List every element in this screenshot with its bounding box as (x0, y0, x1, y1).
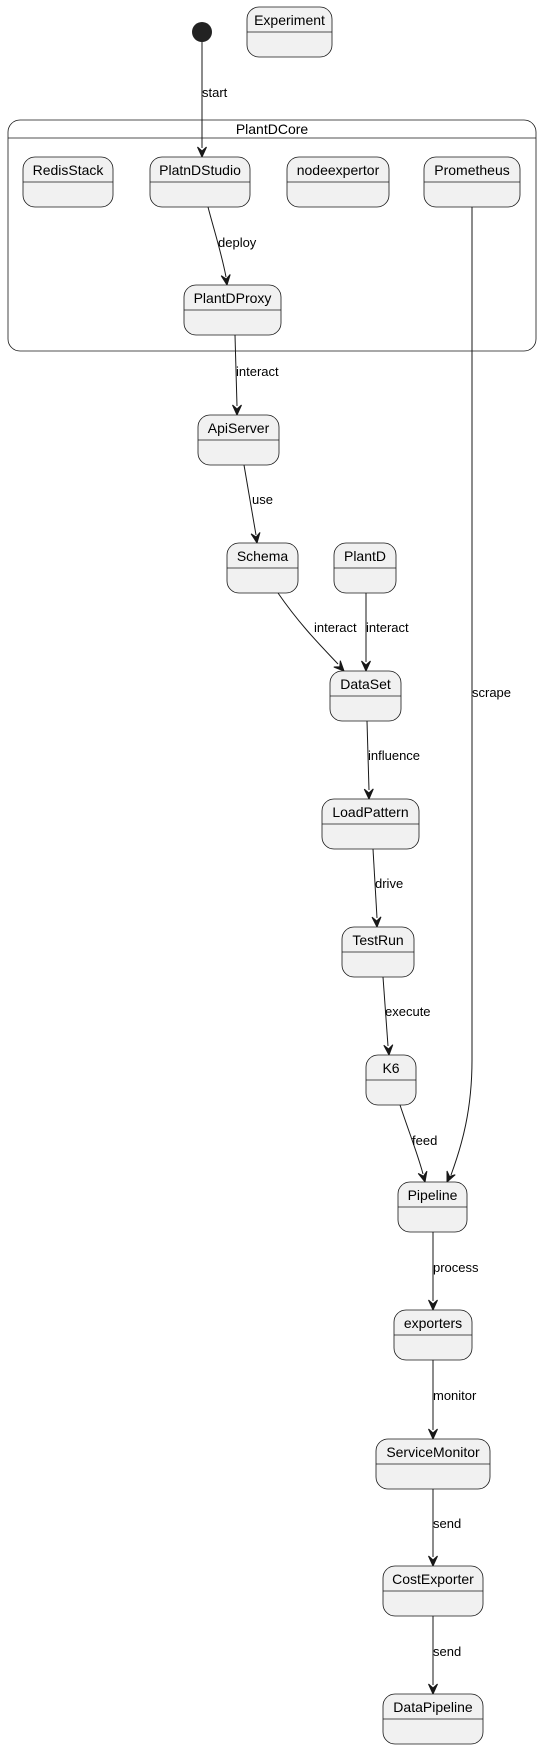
arrowhead (428, 1555, 438, 1568)
arrowhead (361, 660, 371, 673)
arrowhead (220, 274, 231, 287)
transition-schema-to-dataset: interact (277, 592, 357, 672)
state-label: ApiServer (208, 420, 270, 436)
transition-line (399, 1104, 424, 1175)
arrowhead (428, 1299, 438, 1312)
transition-label: interact (236, 364, 279, 379)
state-pipeline: Pipeline (397, 1181, 468, 1233)
state-label: TestRun (352, 932, 403, 948)
state-label: PlatnDStudio (159, 162, 241, 178)
arrowhead (197, 146, 207, 159)
state-redis: RedisStack (22, 156, 114, 208)
state-label: CostExporter (392, 1571, 474, 1587)
transition-prometheus-to-pipeline: scrape (446, 207, 511, 1184)
composite-state-box (7, 119, 537, 352)
state-costexporter: CostExporter (382, 1565, 484, 1617)
arrowhead (383, 1044, 394, 1057)
state-testrun: TestRun (341, 926, 415, 978)
state-label: K6 (382, 1060, 399, 1076)
arrowhead (417, 1170, 428, 1184)
composite-state-plantdcore: PlantDCore (7, 119, 537, 352)
transition-pipeline-to-exporters: process (428, 1232, 479, 1312)
arrowhead (333, 660, 345, 672)
transition-label: start (202, 85, 228, 100)
transition-label: feed (412, 1133, 437, 1148)
state-k6: K6 (365, 1054, 417, 1106)
arrowhead (428, 1428, 438, 1441)
transition-label: process (433, 1260, 479, 1275)
composite-state-label: PlantDCore (236, 121, 309, 137)
transition-line (277, 592, 339, 665)
state-exporters: exporters (393, 1309, 473, 1361)
transition-label: drive (375, 876, 403, 891)
transition-label: use (252, 492, 273, 507)
transition-dataset-to-loadpattern: influence (363, 720, 420, 801)
state-dataset: DataSet (329, 670, 402, 722)
transition-label: monitor (433, 1388, 477, 1403)
transition-label: scrape (472, 685, 511, 700)
state-label: LoadPattern (332, 804, 408, 820)
transition-line (366, 720, 370, 791)
transition-line (243, 464, 257, 536)
state-loadpattern: LoadPattern (321, 798, 420, 850)
arrowhead (428, 1683, 438, 1696)
transition-label: interact (366, 620, 409, 635)
arrowhead (446, 1170, 456, 1184)
transition-proxy-to-apiserver: interact (232, 334, 279, 417)
transition-plantd-to-dataset: interact (361, 593, 409, 673)
transition-servicemonitor-to-costexporter: send (428, 1489, 461, 1568)
transition-costexporter-to-datapipeline: send (428, 1616, 461, 1696)
transition-exporters-to-servicemonitor: monitor (428, 1360, 477, 1441)
transition-line (207, 206, 227, 278)
transition-testrun-to-k6: execute (382, 976, 431, 1057)
state-label: ServiceMonitor (386, 1444, 480, 1460)
transition-label: deploy (218, 235, 257, 250)
state-schema: Schema (226, 542, 299, 594)
transition-label: influence (368, 748, 420, 763)
initial-state-dot (192, 22, 212, 42)
state-label: DataSet (340, 676, 391, 692)
state-label: DataPipeline (393, 1699, 473, 1715)
arrowhead (363, 788, 374, 801)
transition-label: execute (385, 1004, 431, 1019)
state-label: RedisStack (33, 162, 105, 178)
state-label: Experiment (254, 12, 325, 28)
state-apiserver: ApiServer (197, 414, 280, 466)
transition-k6-to-pipeline: feed (399, 1104, 437, 1184)
transition-label: send (433, 1516, 461, 1531)
arrowhead (371, 916, 382, 929)
transition-line (450, 207, 473, 1176)
state-proxy: PlantDProxy (183, 284, 282, 336)
transition-studio-to-proxy: deploy (207, 206, 257, 287)
state-label: Prometheus (434, 162, 509, 178)
state-label: PlantD (344, 548, 386, 564)
state-label: Pipeline (408, 1187, 458, 1203)
state-servicemonitor: ServiceMonitor (375, 1438, 491, 1490)
transition-apiserver-to-schema: use (243, 464, 273, 545)
arrowhead (250, 532, 261, 545)
state-nodeexp: nodeexpertor (286, 156, 390, 208)
state-label: exporters (404, 1315, 462, 1331)
transition-label: send (433, 1644, 461, 1659)
state-experiment: Experiment (246, 6, 333, 58)
state-studio: PlatnDStudio (149, 156, 251, 208)
transition-loadpattern-to-testrun: drive (371, 848, 403, 929)
state-label: Schema (237, 548, 289, 564)
transition-line (382, 976, 389, 1047)
transition-line (234, 334, 238, 407)
state-prometheus: Prometheus (423, 156, 521, 208)
state-label: PlantDProxy (194, 290, 272, 306)
transition-initial-to-studio: start (197, 42, 228, 159)
transition-line (372, 848, 378, 919)
state-label: nodeexpertor (297, 162, 380, 178)
state-plantd: PlantD (333, 542, 397, 594)
transition-label: interact (314, 620, 357, 635)
state-datapipeline: DataPipeline (382, 1693, 484, 1745)
arrowhead (232, 404, 242, 417)
